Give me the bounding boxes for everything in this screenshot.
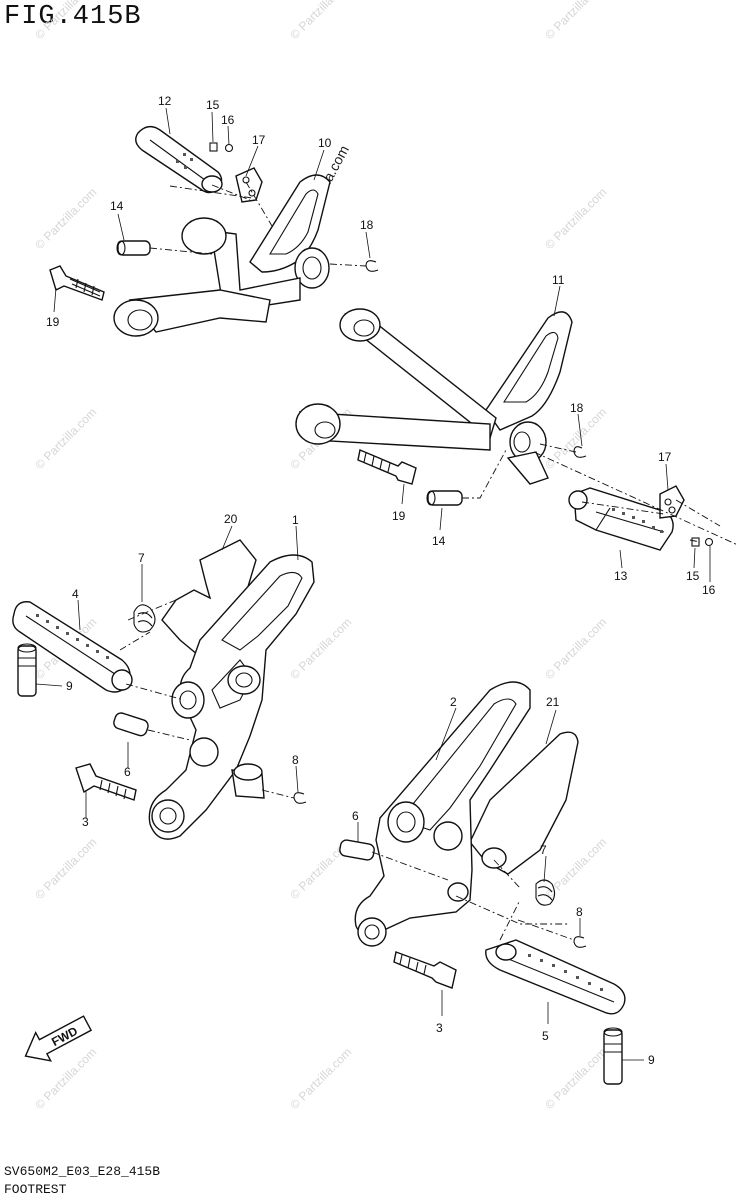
bolt-19-right xyxy=(357,449,417,485)
callout-label: 5 xyxy=(542,1029,549,1043)
callout-labels: 12 15 16 17 10 14 18 19 11 18 17 19 14 1… xyxy=(46,94,716,1067)
figure-title: FIG.415B xyxy=(4,2,142,32)
watermark: © Partzilla.com xyxy=(287,615,354,682)
callout-label: 3 xyxy=(82,815,89,829)
pin-14 xyxy=(117,240,151,256)
frame-tube-lower xyxy=(128,289,271,333)
fwd-arrow-icon xyxy=(24,1015,93,1062)
footrest-13 xyxy=(573,487,674,551)
callout-label: 8 xyxy=(292,753,299,767)
callout-label: 3 xyxy=(436,1021,443,1035)
bracket-2-mount xyxy=(357,917,387,947)
callout-label: 9 xyxy=(66,679,73,693)
plate-17-right xyxy=(659,485,685,519)
callout-label: 14 xyxy=(110,199,124,213)
watermark: © Partzilla.com xyxy=(542,405,609,472)
callout-label: 10 xyxy=(318,136,332,150)
bracket-11 xyxy=(485,311,573,431)
ball-16 xyxy=(224,143,234,153)
callout-label: 13 xyxy=(614,569,628,583)
rubber-9 xyxy=(17,645,37,697)
tube-end xyxy=(181,217,227,255)
callout-label: 19 xyxy=(392,509,406,523)
footrest-4-pivot xyxy=(111,669,133,691)
callout-label: 1 xyxy=(292,513,299,527)
callout-label: 11 xyxy=(552,273,565,287)
bracket-1-lower-hole xyxy=(189,737,219,767)
figure-code: SV650M2_E03_E28_415B xyxy=(4,1164,161,1179)
callout-label: 2 xyxy=(450,695,457,709)
callout-label: 6 xyxy=(352,809,359,823)
watermark: © Partzilla.com xyxy=(287,0,354,42)
figure-caption: FOOTREST xyxy=(4,1182,67,1197)
callout-label: 18 xyxy=(360,218,374,232)
callout-label: 21 xyxy=(546,695,560,709)
tube-end xyxy=(339,308,381,342)
bracket-2-pivot xyxy=(387,801,425,843)
watermark: © Partzilla.com xyxy=(542,835,609,902)
bracket-10-boss xyxy=(294,247,330,289)
callout-label: 14 xyxy=(432,534,446,548)
callout-label: 19 xyxy=(46,315,60,329)
spring-15 xyxy=(209,142,218,152)
callout-label: 7 xyxy=(138,551,145,565)
cover-21 xyxy=(469,731,579,875)
bracket-2-boss xyxy=(481,847,507,869)
footrest-5 xyxy=(485,939,626,1015)
watermark: © Partzilla.com xyxy=(542,0,609,42)
rear-left-footrest-group xyxy=(49,107,379,337)
footrest-12-pivot xyxy=(201,175,223,193)
callout-label: 15 xyxy=(686,569,700,583)
watermark: © Partzilla.com xyxy=(287,1045,354,1112)
bracket-2-hole xyxy=(433,821,463,851)
callout-label: 9 xyxy=(648,1053,655,1067)
watermark: © Partzilla.com xyxy=(32,185,99,252)
callout-label: 12 xyxy=(158,94,172,108)
callout-label: 4 xyxy=(72,587,79,601)
watermark: © Partzilla.com xyxy=(32,405,99,472)
plate-17 xyxy=(235,167,263,203)
callout-label: 7 xyxy=(540,843,547,857)
watermark: © Partzilla.com xyxy=(32,0,99,42)
pin-6-right xyxy=(339,839,375,861)
rubber-9-right xyxy=(603,1029,623,1085)
front-right-footrest-group xyxy=(339,681,644,1085)
callout-label: 15 xyxy=(206,98,220,112)
bracket-2-lower-hole xyxy=(447,882,469,902)
watermark: © Partzilla.com xyxy=(542,615,609,682)
bracket-10 xyxy=(249,174,331,273)
footrest-5-pivot xyxy=(495,943,517,961)
clip-8 xyxy=(293,792,307,804)
front-left-footrest-group xyxy=(12,525,315,840)
bracket-1-boss xyxy=(227,665,261,695)
tube-end xyxy=(113,299,159,337)
watermark: © Partzilla.com xyxy=(542,1045,609,1112)
bracket-11-lug xyxy=(506,451,549,485)
callout-label: 18 xyxy=(570,401,584,415)
callout-label: 6 xyxy=(124,765,131,779)
callout-label: 17 xyxy=(252,133,266,147)
callout-label: 16 xyxy=(702,583,716,597)
pin-14-right xyxy=(427,490,463,506)
watermark: © Partzilla.com xyxy=(32,835,99,902)
pin-6 xyxy=(113,712,149,737)
bracket-1-mount xyxy=(151,799,185,833)
bracket-1-pivot xyxy=(171,681,205,719)
callout-label: 17 xyxy=(658,450,672,464)
callout-label: 8 xyxy=(576,905,583,919)
callout-label: 16 xyxy=(221,113,235,127)
spring-7 xyxy=(133,604,156,633)
clip-8-right xyxy=(573,936,587,948)
callout-label: 20 xyxy=(224,512,238,526)
rear-right-footrest-group xyxy=(295,285,737,582)
clip-18 xyxy=(365,260,379,272)
watermark: © Partzilla.com xyxy=(542,185,609,252)
spring-15-right xyxy=(691,537,700,547)
ball-16-right xyxy=(704,537,714,547)
footrest-13-pivot xyxy=(568,490,588,510)
